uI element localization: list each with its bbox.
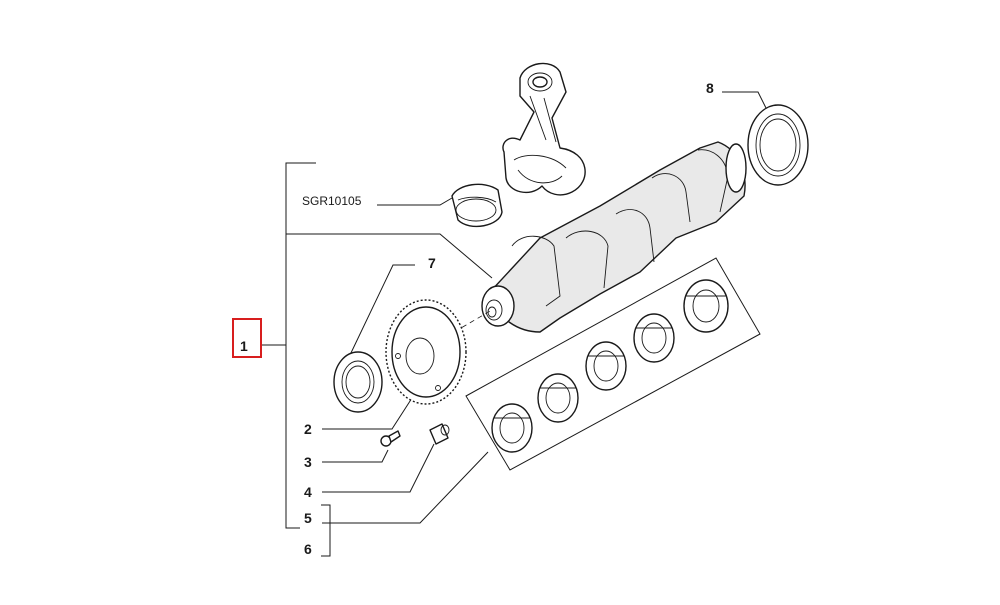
bearing-shell-5 bbox=[683, 279, 729, 333]
callout-4-label[interactable]: 4 bbox=[304, 484, 312, 500]
sgr-code-label[interactable]: SGR10105 bbox=[302, 194, 362, 208]
callout-5-6-bracket bbox=[321, 504, 331, 557]
crankshaft bbox=[481, 141, 747, 333]
callout-1-label[interactable]: 1 bbox=[240, 338, 248, 354]
callout-3-leader bbox=[322, 449, 389, 463]
callout-7-label[interactable]: 7 bbox=[428, 255, 436, 271]
connecting-rod bbox=[502, 62, 586, 196]
callout-5-leader bbox=[322, 451, 489, 524]
callout-3-label[interactable]: 3 bbox=[304, 454, 312, 470]
callout-6-label[interactable]: 6 bbox=[304, 541, 312, 557]
conrod-bearing-shell bbox=[451, 183, 503, 228]
rear-oil-seal bbox=[747, 104, 809, 186]
callout-2-leader bbox=[322, 397, 413, 430]
bearing-shell-2 bbox=[537, 373, 579, 423]
bearing-shell-3 bbox=[585, 341, 627, 391]
callout-8-leader bbox=[722, 91, 767, 109]
main-bearing-shells bbox=[491, 279, 729, 453]
callout-8-label[interactable]: 8 bbox=[706, 80, 714, 96]
front-oil-seal bbox=[333, 351, 383, 413]
main-bracket-line bbox=[285, 162, 316, 529]
main-bearing-panel bbox=[465, 257, 761, 471]
sgr-leader bbox=[377, 197, 453, 206]
callout-7-leader bbox=[349, 264, 415, 356]
callout-5-label[interactable]: 5 bbox=[304, 510, 312, 526]
dowel-pin bbox=[429, 423, 450, 445]
bearing-shell-1 bbox=[491, 403, 533, 453]
callout-4-leader bbox=[322, 443, 435, 493]
callout-2-label[interactable]: 2 bbox=[304, 421, 312, 437]
bracket-group bbox=[262, 91, 767, 557]
selected-callout-highlight bbox=[232, 318, 262, 358]
screw bbox=[380, 430, 401, 447]
bearing-shell-4 bbox=[633, 313, 675, 363]
crankshaft-leader bbox=[286, 233, 493, 279]
timing-gear bbox=[385, 299, 467, 405]
